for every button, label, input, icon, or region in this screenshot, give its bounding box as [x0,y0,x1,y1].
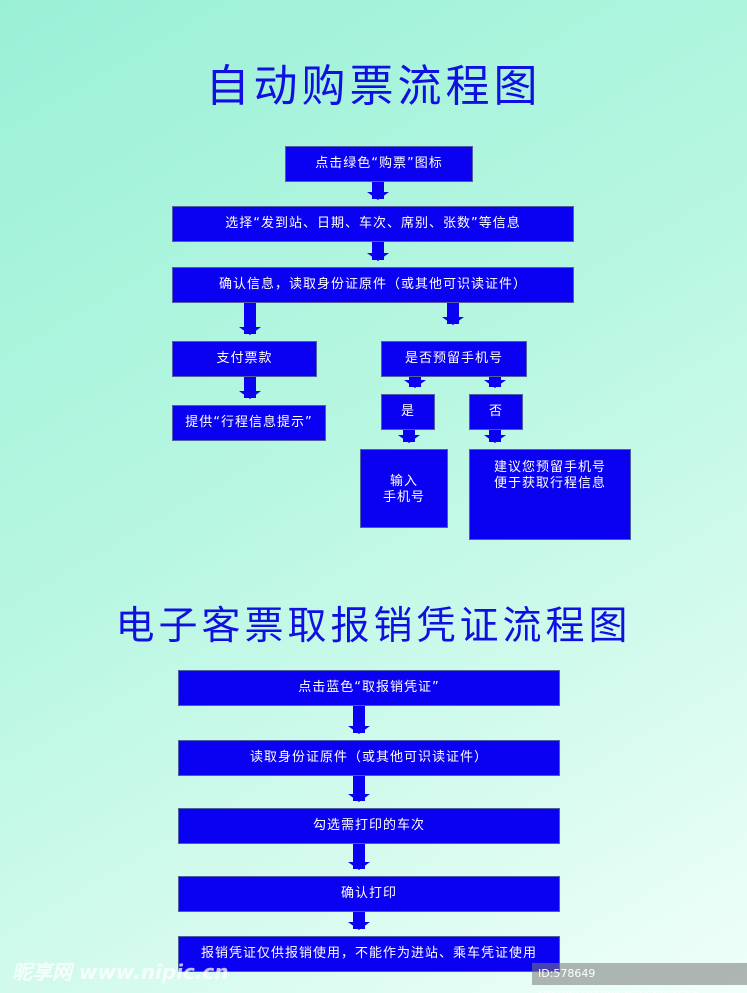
flow2-title: 电子客票取报销凭证流程图 [115,604,632,649]
step-read-id: 读取身份证原件（或其他可识读证件） [178,740,560,776]
arrow [367,181,389,200]
arrow [484,376,506,388]
step-click-receipt: 点击蓝色“取报销凭证” [178,670,560,706]
step-no: 否 [469,394,523,430]
step-click-ticket-icon: 点击绿色“购票”图标 [285,146,473,182]
step-select-info: 选择“发到站、日期、车次、席别、张数”等信息 [172,206,574,242]
arrow [348,843,370,870]
step-suggest-phone: 建议您预留手机号 便于获取行程信息 [469,449,631,540]
arrow [239,376,261,399]
arrow [239,302,261,335]
step-confirm-print: 确认打印 [178,876,560,912]
arrow [404,376,426,388]
arrow [348,911,370,930]
step-itinerary: 提供“行程信息提示” [172,405,326,441]
step-confirm-read-id: 确认信息，读取身份证原件（或其他可识读证件） [172,267,574,303]
step-receipt-note: 报销凭证仅供报销使用，不能作为进站、乘车凭证使用 [178,936,560,972]
arrow [442,302,464,325]
step-yes: 是 [381,394,435,430]
watermark-logo: 昵享网 www.nipic.cn [12,960,229,984]
arrow [348,775,370,802]
step-phone-question: 是否预留手机号 [381,341,527,377]
flow1-title: 自动购票流程图 [205,61,542,112]
arrow [348,705,370,734]
arrow [367,241,389,261]
step-select-train: 勾选需打印的车次 [178,808,560,844]
watermark-id: ID:578649 NO:20210109135247754514 [532,963,747,993]
step-enter-phone: 输入 手机号 [360,449,448,528]
arrow [484,429,506,443]
step-pay: 支付票款 [172,341,317,377]
arrow [398,429,420,443]
